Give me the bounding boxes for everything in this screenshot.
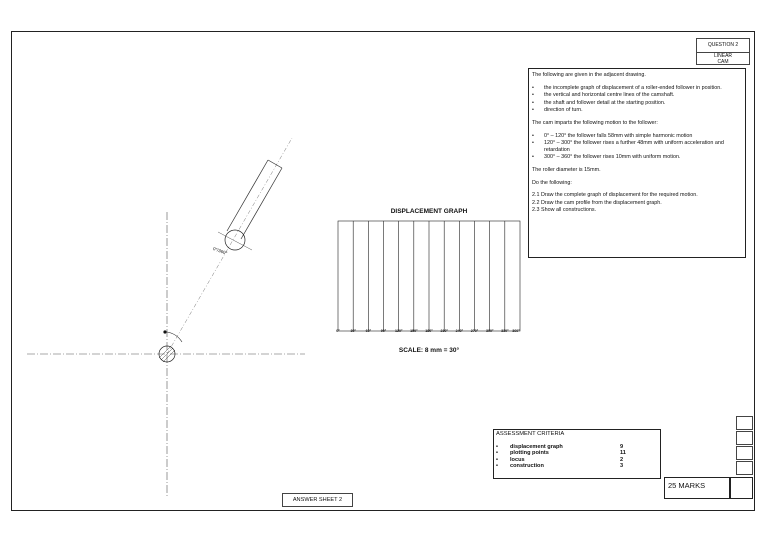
- tick-label: 150°: [410, 329, 418, 333]
- camshaft-circle: [158, 345, 176, 363]
- instructions-panel: The following are given in the adjacent …: [528, 68, 746, 258]
- question-subject: LINEAR CAM: [713, 53, 733, 65]
- tick-label: 30°: [350, 329, 356, 333]
- list-item: direction of turn.: [532, 107, 742, 114]
- tick-label: 270°: [470, 329, 479, 333]
- marking-box: [736, 446, 753, 460]
- tick-label: 360°: [512, 329, 520, 333]
- displacement-graph-grid: [337, 220, 521, 332]
- given-list: the incomplete graph of displacement of …: [532, 85, 742, 114]
- list-item: 2.3 Show all constructions.: [532, 207, 597, 214]
- motion-intro: The cam imparts the following motion to …: [532, 119, 658, 126]
- tick-label: 60°: [365, 329, 372, 333]
- follower-centre-line: [166, 137, 293, 355]
- start-point: [163, 330, 167, 334]
- question-title: QUESTION 2: [697, 39, 749, 53]
- question-box: QUESTION 2 LINEAR CAM: [696, 38, 750, 65]
- tick-label: 180°: [425, 329, 433, 333]
- list-item: the incomplete graph of displacement of …: [532, 85, 742, 92]
- tick-label: 210°: [440, 329, 448, 333]
- tasks-intro: Do the following:: [532, 179, 572, 186]
- scale-label: SCALE: 8 mm = 30°: [398, 347, 460, 354]
- direction-arc: [166, 331, 183, 343]
- motion-list: 0° – 120° the follower falls 58mm with s…: [532, 133, 742, 161]
- list-item: the shaft and follower detail at the sta…: [532, 100, 742, 107]
- tick-label: 300°: [485, 329, 494, 333]
- marking-box: [736, 431, 753, 445]
- tick-label: 90°: [380, 329, 387, 333]
- list-item: 0° – 120° the follower falls 58mm with s…: [532, 133, 742, 140]
- tasks-list: 2.1 Draw the complete graph of displacem…: [532, 192, 742, 214]
- assessment-heading: ASSESSMENT CRITERIA: [496, 431, 565, 437]
- list-item: 2.2 Draw the cam profile from the displa…: [532, 199, 662, 206]
- roller-circle: [224, 229, 246, 251]
- instructions-intro: The following are given in the adjacent …: [532, 72, 646, 78]
- tick-label: 0°: [336, 329, 340, 333]
- answer-sheet-label: ANSWER SHEET 2: [282, 493, 353, 507]
- marking-boxes: [736, 416, 753, 476]
- marks-entry-box: [730, 477, 753, 499]
- list-item: the vertical and horizontal centre lines…: [532, 92, 742, 99]
- tick-label: 240°: [455, 329, 464, 333]
- marking-box: [736, 416, 753, 430]
- tick-label: 120°: [394, 329, 403, 333]
- drawing-frame: [11, 31, 755, 511]
- list-item: 300° – 360° the follower rises 10mm with…: [532, 154, 742, 161]
- list-item: 120° – 300° the follower rises a further…: [532, 140, 742, 153]
- roller-diameter: The roller diameter is 15mm.: [532, 166, 601, 173]
- graph-title: DISPLACEMENT GRAPH: [390, 208, 468, 215]
- list-item: 2.1 Draw the complete graph of displacem…: [532, 192, 698, 199]
- marking-box: [736, 461, 753, 475]
- tick-label: 330°: [501, 329, 509, 333]
- total-marks: 25 MARKS: [664, 477, 730, 499]
